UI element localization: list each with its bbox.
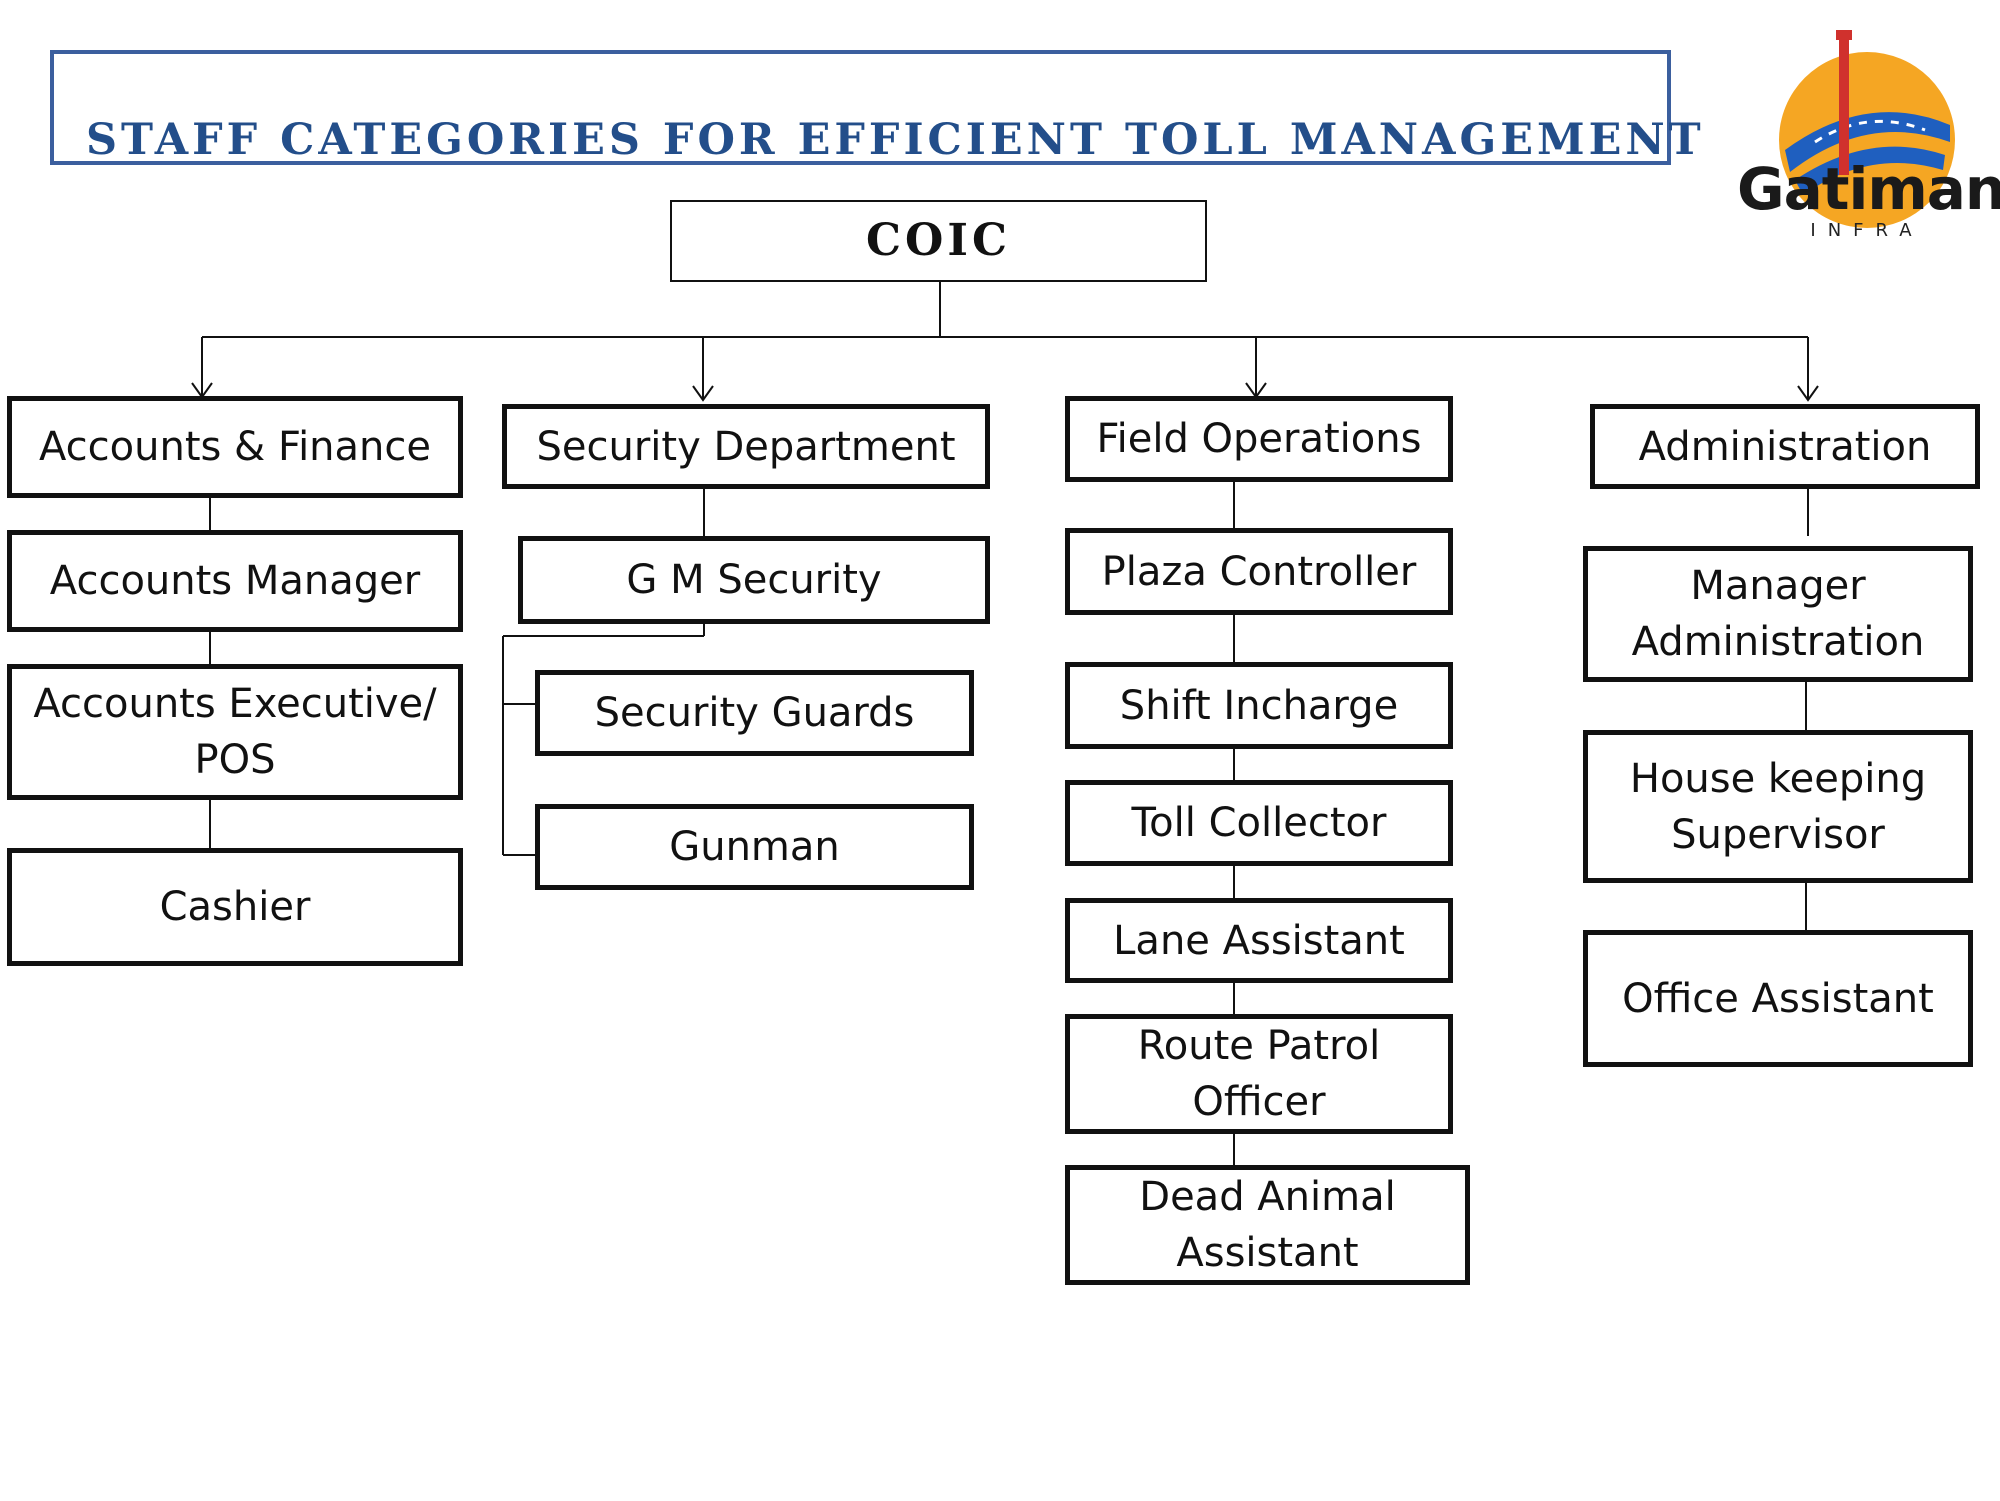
- role-lane-assistant: Lane Assistant: [1065, 898, 1453, 983]
- role-gunman: Gunman: [535, 804, 974, 890]
- role-accounts-executive: Accounts Executive/ POS: [7, 664, 463, 800]
- role-accounts-manager: Accounts Manager: [7, 530, 463, 632]
- title-frame: [50, 50, 1671, 165]
- dept-accounts-finance: Accounts & Finance: [7, 396, 463, 498]
- coic-node: COIC: [670, 200, 1207, 282]
- role-toll-collector: Toll Collector: [1065, 780, 1453, 866]
- dept-field-operations: Field Operations: [1065, 396, 1453, 482]
- dept-administration: Administration: [1590, 404, 1980, 489]
- role-office-assistant: Office Assistant: [1583, 930, 1973, 1067]
- logo-wordmark: Gatiman: [1737, 155, 2000, 223]
- gatiman-logo-icon: [1779, 30, 1955, 228]
- role-route-patrol-officer: Route Patrol Officer: [1065, 1014, 1453, 1134]
- role-dead-animal-assistant: Dead Animal Assistant: [1065, 1165, 1470, 1285]
- role-gm-security: G M Security: [518, 536, 990, 624]
- logo-tagline: INFRA: [1810, 220, 1924, 241]
- dept-security: Security Department: [502, 404, 990, 489]
- page-title: STAFF CATEGORIES FOR EFFICIENT TOLL MANA…: [86, 115, 1705, 165]
- role-housekeeping-supervisor: House keeping Supervisor: [1583, 730, 1973, 883]
- role-security-guards: Security Guards: [535, 670, 974, 756]
- role-manager-administration: Manager Administration: [1583, 546, 1973, 682]
- role-plaza-controller: Plaza Controller: [1065, 528, 1453, 615]
- role-shift-incharge: Shift Incharge: [1065, 662, 1453, 749]
- role-cashier: Cashier: [7, 848, 463, 966]
